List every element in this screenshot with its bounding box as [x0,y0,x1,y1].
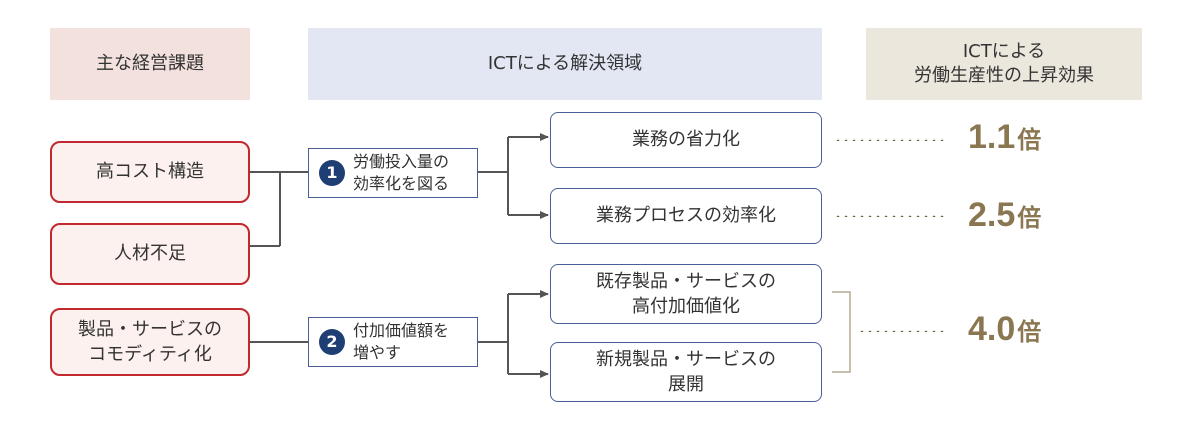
bracket-areas-3-4 [832,291,851,373]
number-badge-2: 2 [319,329,345,355]
effect-value-1: 1.1倍 [968,118,1042,156]
issue-high-cost-structure: 高コスト構造 [50,141,250,203]
issue-labor-shortage: 人材不足 [50,223,250,285]
effect-value-3: 4.0倍 [968,310,1042,348]
dotted-leader-3 [858,330,946,332]
area-existing-product-value: 既存製品・サービスの 高付加価値化 [550,264,822,324]
dotted-leader-1 [834,139,946,141]
solution-increase-value-added: 2 付加価値額を 増やす [308,317,478,367]
area-process-efficiency: 業務プロセスの効率化 [550,188,822,244]
number-badge-1: 1 [319,160,345,186]
effect-value-2: 2.5倍 [968,196,1042,234]
header-ict-solution-area: ICTによる解決領域 [308,28,822,100]
solution-label: 労働投入量の 効率化を図る [353,152,450,193]
issue-commoditization: 製品・サービスの コモディティ化 [50,308,250,376]
header-productivity-effect: ICTによる 労働生産性の上昇効果 [866,28,1142,100]
dotted-leader-2 [834,215,946,217]
solution-labor-efficiency: 1 労働投入量の 効率化を図る [308,148,478,198]
area-labor-saving: 業務の省力化 [550,112,822,168]
solution-label: 付加価値額を 増やす [353,321,450,362]
header-main-issues: 主な経営課題 [50,28,250,100]
area-new-product-launch: 新規製品・サービスの 展開 [550,342,822,402]
